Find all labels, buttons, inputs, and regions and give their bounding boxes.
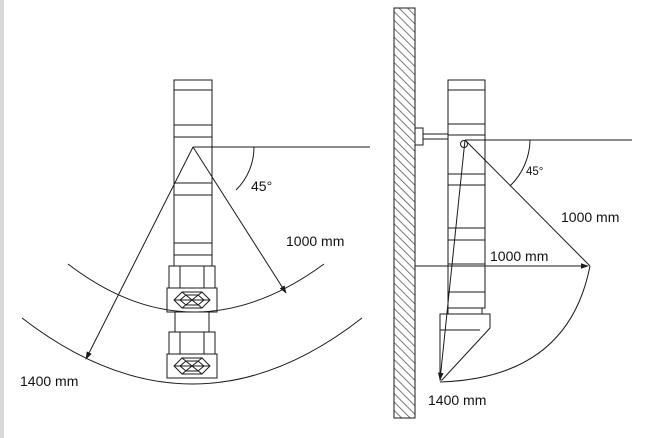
arrow-1400-left (85, 146, 194, 360)
horizontal-label-right: 1000 mm (490, 248, 548, 264)
arrow-1400-right (437, 139, 466, 381)
arc-1000-left (67, 263, 325, 313)
signal-tower-right (447, 79, 486, 309)
diagonal-1000-right (464, 139, 591, 267)
angle-arc-right (509, 139, 531, 187)
angle-label-left: 45° (251, 178, 272, 194)
distance-label-left: 1000 mm (286, 233, 344, 249)
radius-label-right: 1400 mm (428, 392, 486, 408)
angle-label-right: 45° (526, 166, 543, 178)
horn-unit-upper (166, 265, 218, 333)
left-diagram: 45° 1000 mm 1400 mm (20, 79, 370, 389)
wall-bracket (414, 127, 448, 146)
arc-1400-left (21, 317, 363, 385)
arrow-1000-left (192, 146, 287, 294)
wall (393, 7, 416, 419)
diagonal-label-right: 1000 mm (561, 209, 619, 225)
left-border (0, 0, 4, 438)
angled-horn (439, 308, 491, 381)
horn-unit-lower (166, 331, 218, 379)
arc-1400-right (439, 265, 591, 383)
right-diagram: 45° 1000 mm 1000 mm 1400 mm (393, 7, 632, 419)
radius-label-left: 1400 mm (20, 373, 78, 389)
angle-arc-left (235, 146, 255, 191)
